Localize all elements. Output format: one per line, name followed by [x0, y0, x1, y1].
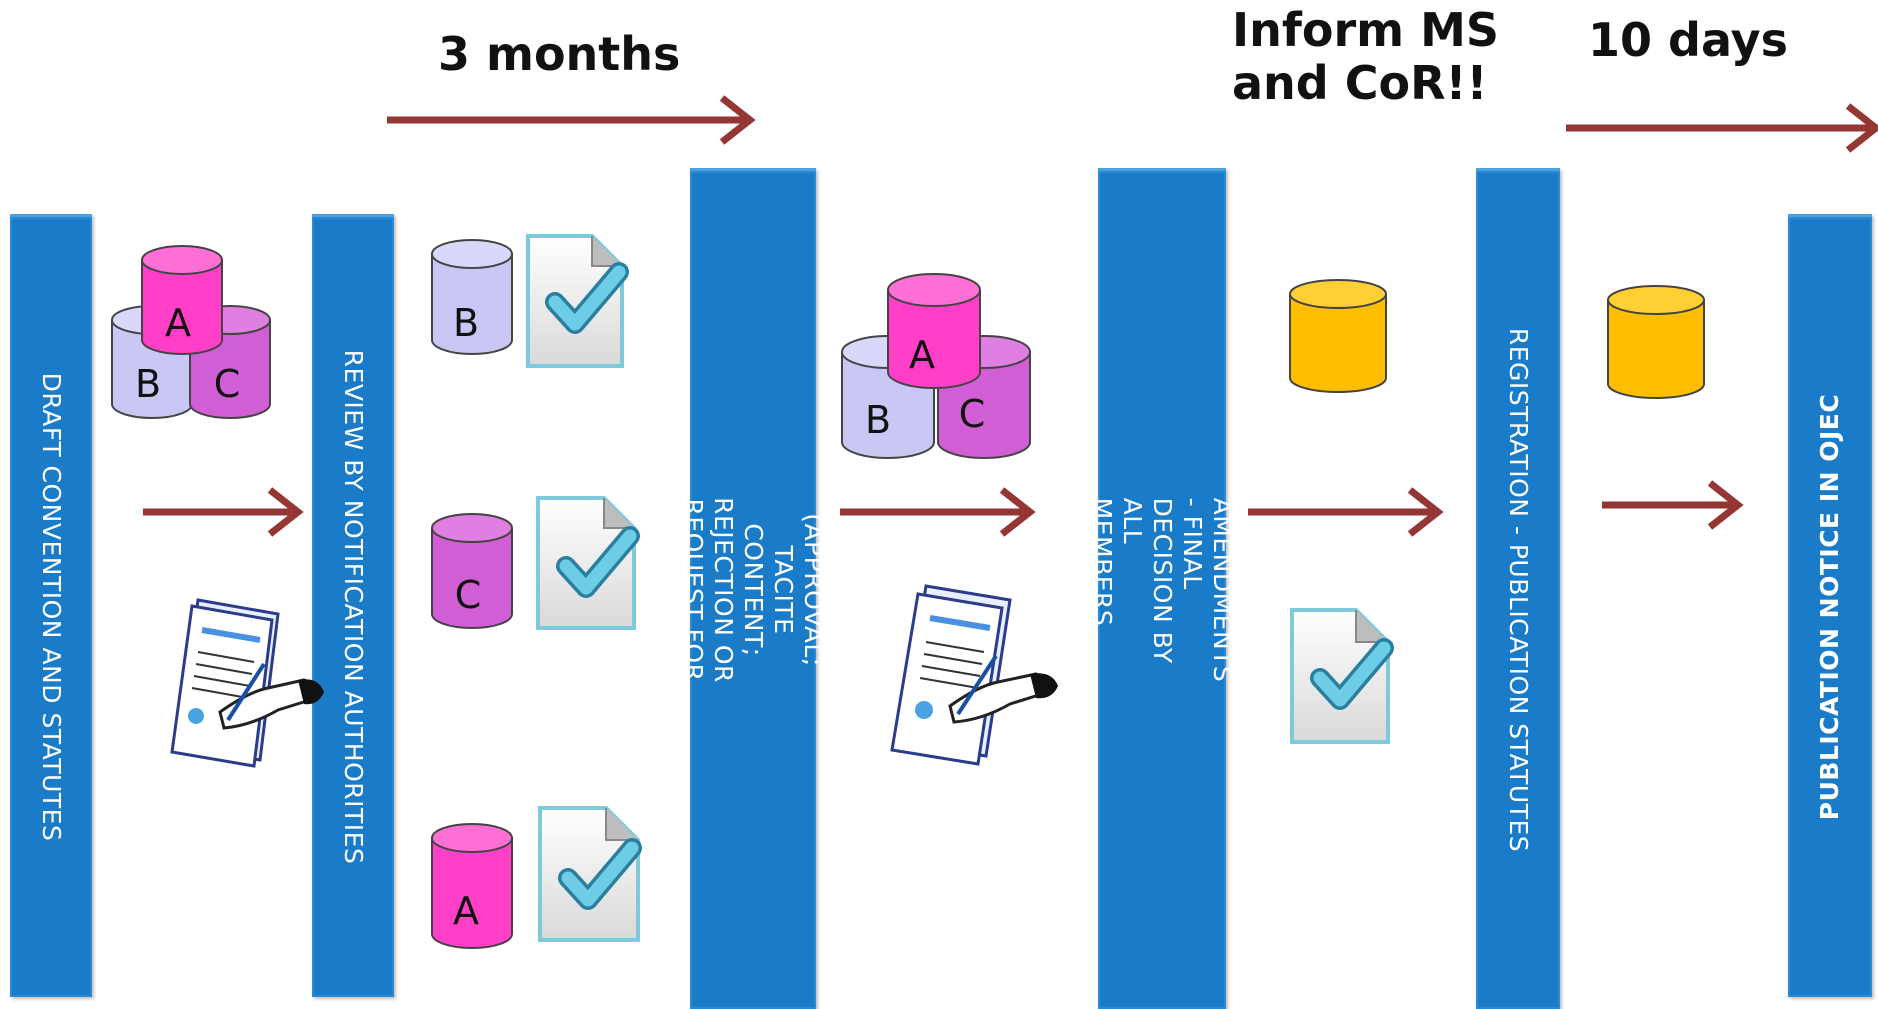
inform-line1: Inform MS [1232, 3, 1500, 57]
step-draft-bar: DRAFT CONVENTION AND STATUTES [10, 214, 92, 997]
arrow-registration-to-publication [1602, 483, 1738, 527]
arrow-feedback-to-amendments [840, 490, 1030, 534]
document-check-icon [538, 806, 638, 942]
svg-text:B: B [865, 398, 891, 442]
signing-contract-icon [890, 584, 1058, 766]
document-check-icon [526, 234, 622, 368]
yellow-cylinder-icon [1289, 279, 1387, 393]
svg-text:C: C [959, 392, 986, 436]
cyl-letter-a: A [165, 301, 191, 345]
svg-text:B: B [453, 301, 479, 345]
document-check-icon [1290, 608, 1388, 744]
cylinder-a-icon: A [887, 273, 981, 389]
step-review-bar: REVIEW BY NOTIFICATION AUTHORITIES [312, 214, 394, 997]
yellow-cylinder-icon [1607, 285, 1705, 399]
review-item-c: C [431, 496, 634, 630]
cyl-letter-c: C [214, 362, 241, 406]
cyl-letter-b: B [135, 362, 161, 406]
arrow-amendments-to-registration [1248, 490, 1438, 534]
cylinder-b-icon: B [431, 239, 513, 355]
step-registration-bar: REGISTRATION - PUBLICATION STATUTES [1476, 168, 1560, 1009]
cylinder-c-icon: C [431, 513, 513, 629]
signing-contract-icon [170, 598, 324, 768]
review-item-a: A [431, 806, 638, 949]
cylinder-a-icon: A [141, 245, 223, 355]
ten-days-arrow [1566, 106, 1876, 150]
step-publication-bar: PUBLICATION NOTICE IN OJEC [1788, 214, 1872, 997]
inform-label: Inform MS and CoR!! [1232, 4, 1499, 110]
step-feedback-bar: FEEDBACK (APPROVAL; TACITE CONTENT; REJE… [649, 168, 858, 1009]
ten-days-label: 10 days [1588, 13, 1788, 67]
cylinder-stack-draft: B C A [111, 245, 271, 419]
three-months-arrow [387, 98, 750, 142]
three-months-label: 3 months [438, 27, 681, 81]
svg-text:A: A [909, 333, 935, 377]
svg-text:A: A [453, 889, 479, 933]
review-item-b: B [431, 234, 622, 368]
cylinder-stack-feedback: B C A [841, 273, 1031, 459]
inform-line2: and CoR!! [1232, 55, 1488, 110]
document-check-icon [536, 496, 634, 630]
arrow-draft-to-review [143, 490, 298, 534]
cylinder-a-icon: A [431, 823, 513, 949]
svg-text:C: C [455, 573, 482, 617]
step-amendments-bar: AMENDMENTS - FINAL DECISION BY ALL MEMBE… [1088, 168, 1237, 1009]
